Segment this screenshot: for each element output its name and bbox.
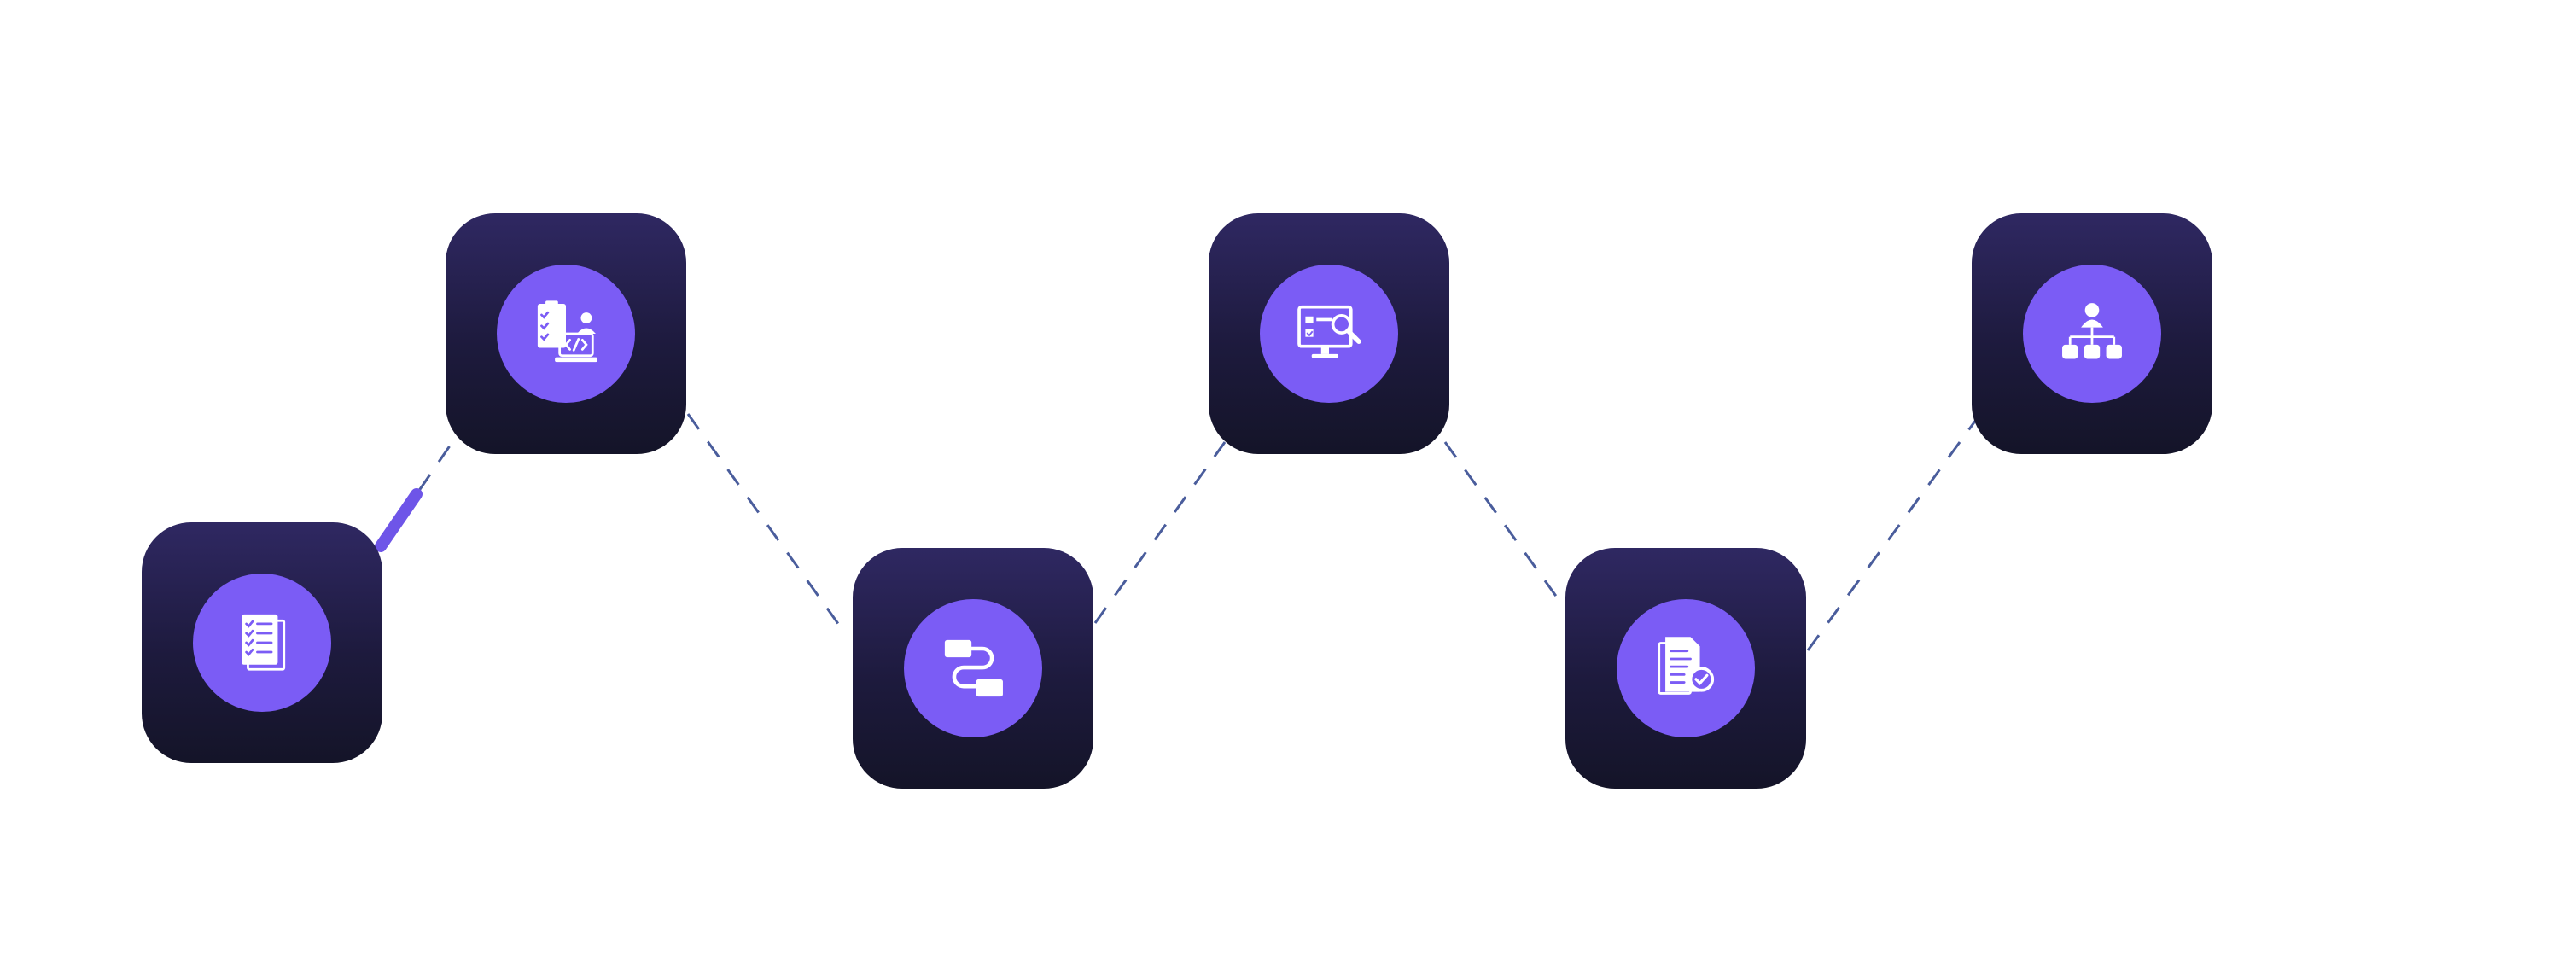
step-node-1[interactable] [142,522,382,763]
connector-2-3 [686,413,847,634]
connector-1-2 [379,441,454,547]
step-5-icon-circle [1617,599,1755,737]
checklist-document-icon [242,614,286,671]
step-1-icon-circle [193,574,331,712]
connector-5-6 [1806,419,1978,651]
connector-4-5 [1443,441,1564,605]
step-2-icon-circle [497,265,635,403]
step-3-icon-circle [904,599,1042,737]
step-node-2[interactable] [446,213,686,454]
document-approval-icon [1658,637,1715,695]
monitor-inspection-icon [1297,305,1361,358]
step-node-3[interactable] [853,548,1093,789]
step-6-icon-circle [2023,265,2161,403]
developer-code-checklist-icon [537,300,597,363]
connector-progress-indicator [375,488,423,552]
organization-hierarchy-icon [2062,303,2122,359]
step-node-5[interactable] [1565,548,1806,789]
step-4-icon-circle [1260,265,1398,403]
connector-3-4 [1093,441,1227,624]
step-node-6[interactable] [1972,213,2212,454]
step-node-4[interactable] [1209,213,1449,454]
workflow-process-icon [944,639,1003,697]
